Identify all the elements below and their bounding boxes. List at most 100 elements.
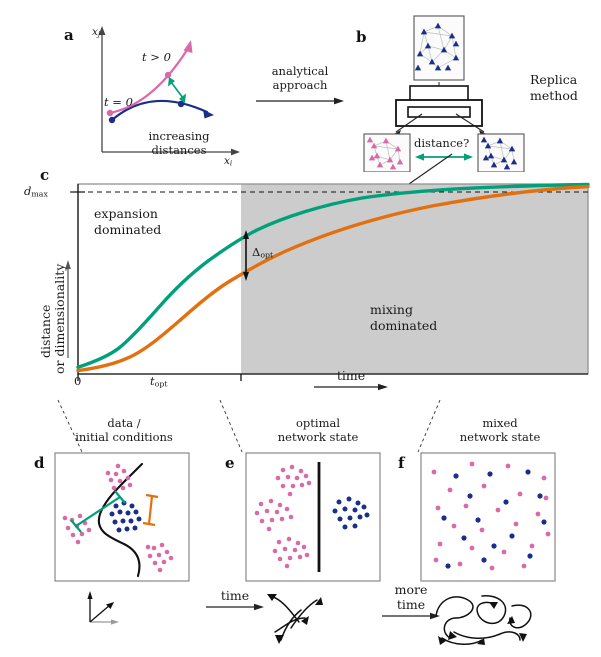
panel-c-chart <box>65 182 590 381</box>
panel-c-region-label-expansion: expansion dominated <box>94 206 161 237</box>
panel-b-replica-method-label: Replica method <box>530 72 578 103</box>
panel-e-caption-line2: network state <box>277 430 359 445</box>
panel-c-dmax-label: dmax <box>24 184 48 199</box>
arrow-more-time-line1: more <box>394 582 428 597</box>
panel-a-distance-arrow <box>170 81 184 99</box>
panel-d-caption: data / initial conditions <box>54 416 194 444</box>
panel-c-curve-lower-orange <box>76 184 590 373</box>
panel-b-distance-arrow <box>415 153 473 161</box>
arrow-time-label: time <box>220 588 250 603</box>
panel-e-mixing-arrows-symbol <box>267 594 323 644</box>
panel-a-x-axis-label: xi <box>224 155 233 168</box>
panel-c-y-title-line1: distance <box>38 304 53 358</box>
panel-c-tick-label-origin: 0 <box>74 374 82 388</box>
arrow-more-time-glyph <box>382 612 440 620</box>
panel-d-cluster-pink-bottom <box>145 542 174 573</box>
panel-a-letter: a <box>64 26 74 44</box>
panel-f-caption-line1: mixed <box>482 416 518 430</box>
panel-f-points-blue <box>441 469 547 569</box>
panel-f-letter: f <box>398 454 405 472</box>
panel-a-plot <box>98 26 240 156</box>
panel-e: optimal network state e <box>215 412 405 644</box>
panel-e-cluster-blue <box>332 496 370 530</box>
panel-a-caption-line2: distances <box>151 143 207 158</box>
panel-c-region-label-mixing: mixing dominated <box>370 302 437 333</box>
panel-d-separating-curve <box>97 462 144 578</box>
panel-c-tick-label-topt: topt <box>150 374 168 389</box>
arrow-time-glyph <box>206 603 264 611</box>
panel-b-diagram <box>363 15 525 172</box>
panel-e-caption-line1: optimal <box>295 416 341 430</box>
panel-c-y-axis-arrow <box>65 260 71 358</box>
panel-b-replica-left <box>363 133 411 172</box>
arrow-analytical-label-line2: approach <box>272 78 328 93</box>
panel-c-delta-opt-label: Δopt <box>252 245 274 260</box>
panel-f-caption: mixed network state <box>420 416 580 444</box>
panel-a-x-axis-arrowhead <box>231 148 240 156</box>
panel-a-point-tpos-mid <box>164 71 172 79</box>
panel-f-frame <box>420 452 556 582</box>
panel-f-scatter <box>420 452 556 582</box>
panel-d-measure-bar-green <box>70 490 126 533</box>
panel-b-source-network <box>413 15 465 81</box>
panel-e-letter: e <box>225 454 235 472</box>
panel-a-point-t0-mid <box>177 100 185 108</box>
panel-a-label-t-zero: t = 0 <box>104 95 133 109</box>
panel-d: data / initial conditions d <box>20 412 210 625</box>
panel-a-y-axis-label: xj <box>92 26 101 39</box>
panel-b-replica-label-line1: Replica <box>530 72 578 87</box>
panel-a-curve-tpos-arrowhead <box>183 40 193 53</box>
panel-c-letter: c <box>40 166 50 184</box>
panel-a-caption: increasing distances <box>124 129 234 157</box>
panel-d-caption-line2: initial conditions <box>75 430 173 445</box>
panel-f: mixed network state f <box>390 412 590 645</box>
panel-e-scatter <box>245 452 381 582</box>
panel-c-delta-opt-bar <box>243 230 249 281</box>
panel-d-cluster-pink-top <box>105 463 133 491</box>
panel-b-replica-label-line2: method <box>530 87 578 103</box>
panel-b-distance-question-label: distance? <box>414 136 470 150</box>
panel-f-points-pink <box>431 461 551 571</box>
panel-c-y-title-line2: or dimensionality <box>52 263 67 374</box>
panel-d-caption-line1: data / <box>107 416 141 430</box>
panel-c-region-expansion-line2: dominated <box>94 221 162 237</box>
arrow-more-time-e-to-f: more time <box>380 582 442 624</box>
panel-c-curve-upper-green <box>76 182 590 369</box>
panel-c-shaded-region <box>241 184 588 374</box>
panel-e-cluster-pink-top <box>275 464 312 497</box>
panel-f-tangled-arrows-symbol <box>435 595 532 645</box>
panel-a-distance-arrowhead-top <box>168 77 175 87</box>
panel-f-caption-line2: network state <box>459 430 541 445</box>
panel-a-point-t0-start <box>108 116 116 124</box>
panel-a-curve-t0 <box>110 99 209 122</box>
panel-c-region-mixing-line2: dominated <box>370 317 438 333</box>
panel-a-label-t-positive: t > 0 <box>142 50 171 64</box>
panel-c-region-expansion-line1: expansion <box>94 206 158 221</box>
panel-a: a xj xi t > 0 <box>62 12 252 172</box>
arrow-analytical-label-line1: analytical <box>271 64 329 78</box>
arrow-time-d-to-e: time <box>204 588 266 615</box>
panel-c-x-axis-title: time <box>312 368 390 395</box>
panel-d-axes-symbol <box>87 591 119 625</box>
panel-d-frame <box>54 452 190 582</box>
arrow-more-time-line2: time <box>396 597 426 612</box>
arrow-analytical-approach: analytical approach <box>254 64 346 112</box>
panel-d-measure-bar-orange <box>142 493 159 527</box>
panel-e-caption: optimal network state <box>243 416 393 444</box>
panel-b-replica-machine <box>395 85 483 127</box>
panel-e-cluster-pink-bottom <box>272 536 310 569</box>
panel-c: c <box>22 162 594 404</box>
panel-a-y-axis-arrowhead <box>98 26 106 35</box>
panel-b-replica-right <box>477 133 525 172</box>
panel-d-letter: d <box>34 454 45 472</box>
panel-c-y-axis-title-2: or dimensionality <box>52 264 67 374</box>
panel-b: b <box>352 10 594 172</box>
panel-a-point-tpos-start <box>106 109 114 117</box>
arrow-analytical-glyph <box>256 97 344 105</box>
panel-a-curve-tpos <box>108 48 189 115</box>
panel-c-x-title-arrow <box>314 383 388 391</box>
panel-d-cluster-blue <box>109 500 142 533</box>
panel-a-caption-line1: increasing <box>148 129 210 143</box>
panel-e-cluster-pink-middle <box>254 498 294 532</box>
